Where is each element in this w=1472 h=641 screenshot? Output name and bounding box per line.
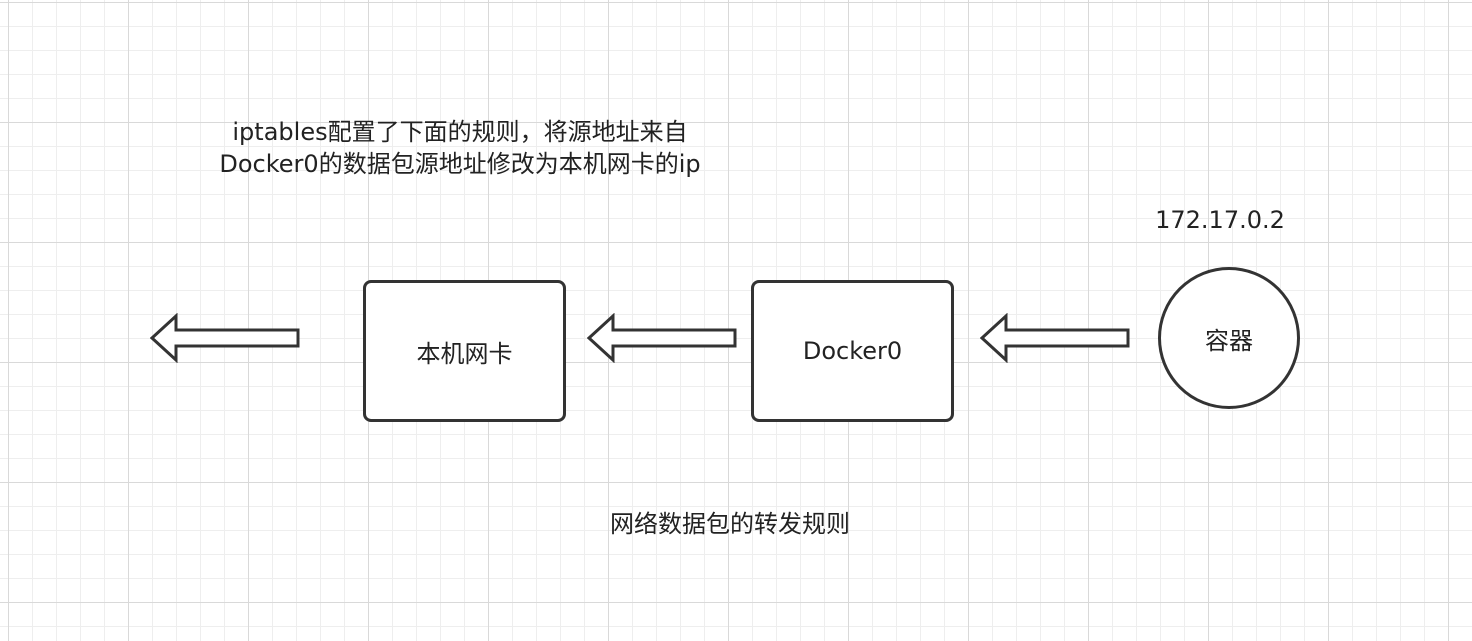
host-nic-node[interactable]: 本机网卡 bbox=[363, 280, 566, 422]
diagram-caption: 网络数据包的转发规则 bbox=[610, 510, 850, 538]
container-to-docker0-arrow bbox=[980, 313, 1130, 363]
iptables-annotation: iptables配置了下面的规则，将源地址来自 Docker0的数据包源地址修改… bbox=[190, 116, 730, 180]
container-ip-label: 172.17.0.2 bbox=[1155, 206, 1285, 234]
container-node[interactable]: 容器 bbox=[1158, 267, 1300, 409]
annotation-line-2: Docker0的数据包源地址修改为本机网卡的ip bbox=[219, 150, 701, 178]
outbound-arrow bbox=[150, 313, 300, 363]
annotation-line-1: iptables配置了下面的规则，将源地址来自 bbox=[232, 118, 688, 146]
docker0-to-nic-arrow bbox=[587, 313, 737, 363]
docker0-bridge-node[interactable]: Docker0 bbox=[751, 280, 954, 422]
